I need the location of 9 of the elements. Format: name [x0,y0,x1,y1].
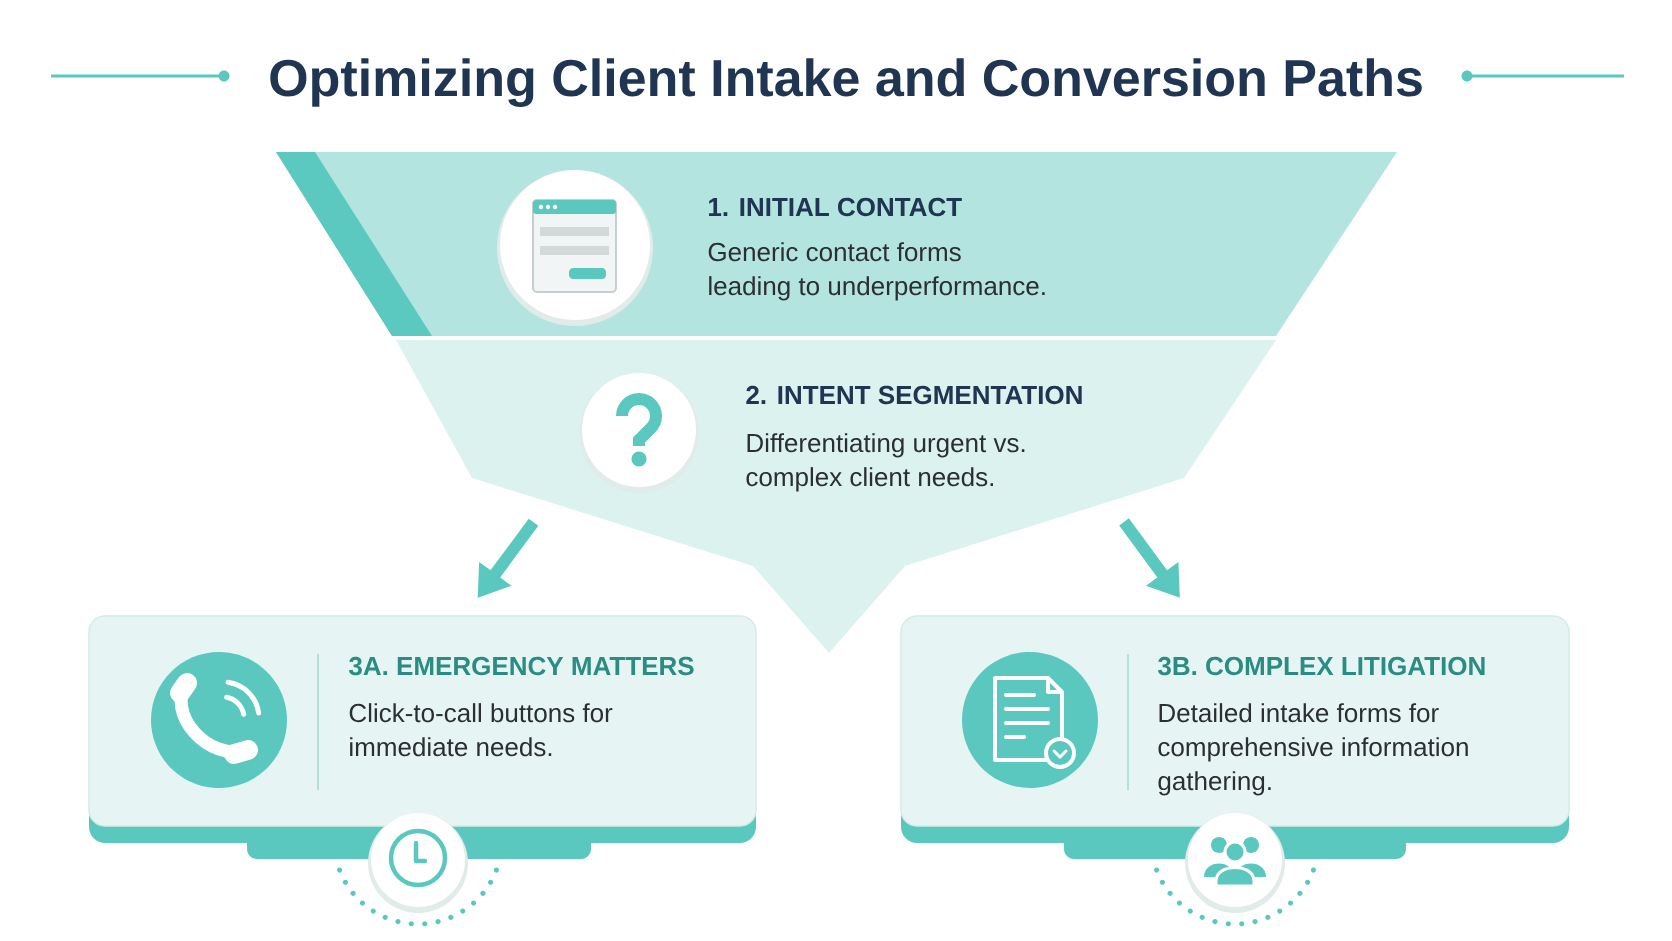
step-description: Detailed intake forms for comprehensive information gathering. [1158,703,1468,796]
step-description: Click-to-call buttons for immediate needs. [349,703,613,757]
step-heading: 3A. EMERGENCY MATTERS [349,656,694,676]
step-heading: 1. INITIAL CONTACT [709,197,962,217]
step-description: Differentiating urgent vs. complex client needs. [746,433,1025,492]
title: Optimizing Client Intake and Conversion Paths [270,58,1422,107]
step-description: Generic contact forms leading to underperformance. [708,242,1045,301]
step-heading: 2. INTENT SEGMENTATION [746,385,1082,405]
step-heading: 3B. COMPLEX LITIGATION [1158,656,1485,676]
